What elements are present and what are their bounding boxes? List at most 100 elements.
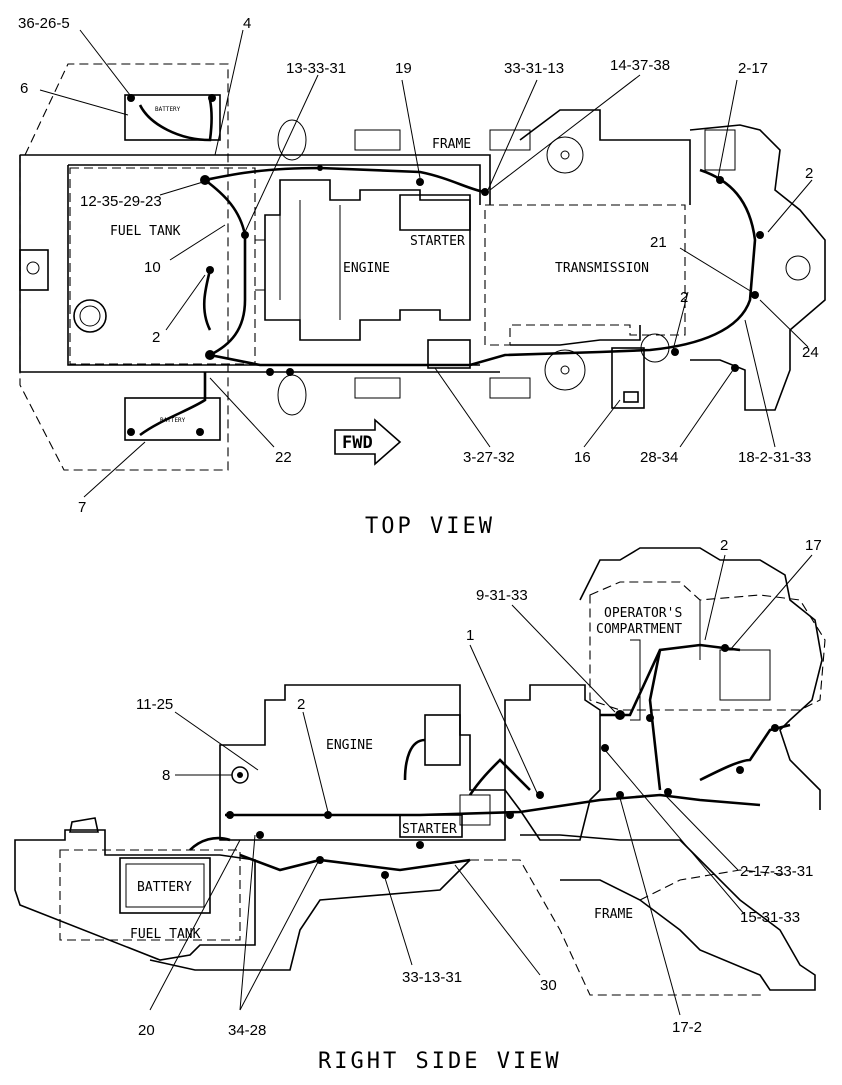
label-frame-top: FRAME (432, 137, 471, 152)
callout-33-31-13: 33-31-13 (504, 60, 564, 77)
machine-outline-top (19, 63, 229, 471)
frame-lug-1 (354, 129, 401, 151)
engine-block-top (264, 179, 471, 341)
battery-top-upper (124, 94, 221, 141)
callout-34-28: 34-28 (228, 1022, 266, 1039)
callout-2-17-33-31: 2-17-33-31 (740, 863, 813, 880)
rear-hitch-hole (785, 255, 811, 281)
frame-rail-top (19, 154, 500, 373)
rear-structure-detail (630, 600, 771, 721)
forward-arrow (334, 418, 402, 466)
frame-side (520, 834, 816, 991)
callout-9-31-33: 9-31-33 (476, 587, 528, 604)
right-side-view: OPERATOR'S COMPARTMENT ENGINE STARTER BA… (14, 537, 826, 1074)
starter-solenoid (459, 794, 491, 826)
callout-30: 30 (540, 977, 557, 994)
label-battery-top-2: BATTERY (160, 417, 186, 424)
transmission-gear-1 (546, 136, 584, 174)
fuel-filler-side (69, 817, 99, 833)
label-starter-top: STARTER (410, 234, 465, 249)
label-starter-side: STARTER (402, 822, 457, 837)
callout-6: 6 (20, 80, 28, 97)
callout-21: 21 (650, 234, 667, 251)
callout-side-2-b: 2 (297, 696, 305, 713)
frame-end-hole (26, 261, 40, 275)
leader-lines-side (149, 554, 813, 1016)
transmission-outline (484, 204, 686, 346)
transmission-gear-2 (544, 349, 586, 391)
engine-detail-top (255, 200, 341, 320)
transmission-gear-2-hub (560, 365, 570, 375)
callout-10: 10 (144, 259, 161, 276)
frame-boss-2 (277, 374, 307, 416)
battery-terminal (196, 428, 204, 436)
label-battery-side: BATTERY (137, 880, 192, 895)
fuel-tank-outline-top (69, 167, 256, 365)
harness-side (189, 643, 791, 872)
callout-2-a: 2 (152, 329, 160, 346)
rear-section-top (689, 124, 826, 411)
battery-terminal (127, 428, 135, 436)
component-16-detail (623, 391, 639, 403)
callout-16: 16 (574, 449, 591, 466)
frame-end-plate (19, 249, 49, 291)
callout-18-2-31-33: 18-2-31-33 (738, 449, 811, 466)
title-top-view: TOP VIEW (365, 514, 495, 539)
callout-side-2-a: 2 (720, 537, 728, 554)
fuel-filler-inner (79, 305, 101, 327)
title-right-side-view: RIGHT SIDE VIEW (318, 1049, 562, 1074)
callout-28-34: 28-34 (640, 449, 678, 466)
callout-8: 8 (162, 767, 170, 784)
engine-bracket (424, 714, 461, 766)
battery-top-lower (124, 397, 221, 441)
rear-structure-side (579, 547, 823, 810)
callout-33-13-31: 33-13-31 (402, 969, 462, 986)
battery-terminal (127, 94, 135, 102)
component-16-block (611, 347, 645, 409)
lower-frame-side (149, 859, 471, 971)
harness-side-connectors (226, 644, 779, 879)
callout-15-31-33: 15-31-33 (740, 909, 800, 926)
callout-19: 19 (395, 60, 412, 77)
bell-housing-side (504, 684, 601, 841)
frame-lug-4 (489, 129, 531, 151)
callout-24: 24 (802, 344, 819, 361)
leader-lines-top (39, 29, 813, 498)
callout-22: 22 (275, 449, 292, 466)
label-fwd: FWD (342, 433, 373, 453)
callout-3-27-32: 3-27-32 (463, 449, 515, 466)
callout-20: 20 (138, 1022, 155, 1039)
frame-side-dashed (470, 859, 791, 996)
callout-2-b: 2 (805, 165, 813, 182)
label-operators-1: OPERATOR'S (604, 606, 682, 621)
label-operators-2: COMPARTMENT (596, 622, 682, 637)
top-view: FRAME FUEL TANK ENGINE STARTER TRANSMISS… (18, 15, 826, 539)
callout-2-17: 2-17 (738, 60, 768, 77)
callout-11-25: 11-25 (136, 696, 173, 713)
callout-4: 4 (243, 15, 251, 32)
label-battery-top-1: BATTERY (155, 106, 181, 113)
starter-top (399, 194, 471, 231)
callout-7: 7 (78, 499, 86, 516)
label-engine-side: ENGINE (326, 738, 373, 753)
label-frame-side: FRAME (594, 907, 633, 922)
label-fuel-tank-side: FUEL TANK (130, 927, 201, 942)
battery-side (119, 857, 211, 914)
frame-lug-2 (354, 377, 401, 399)
frame-lug-3 (489, 377, 531, 399)
callout-side-17: 17 (805, 537, 822, 554)
transmission-housing (510, 109, 691, 346)
callout-36-26-5: 36-26-5 (18, 15, 70, 32)
label-transmission: TRANSMISSION (555, 261, 649, 276)
operators-compartment-outline (589, 581, 826, 711)
transmission-gear-1-hub (560, 150, 570, 160)
callout-14-37-38: 14-37-38 (610, 57, 670, 74)
callout-17-2: 17-2 (672, 1019, 702, 1036)
frame-boss-1 (277, 119, 307, 161)
battery-side-inner (125, 863, 205, 908)
label-engine-top: ENGINE (343, 261, 390, 276)
fuel-filler-cap (73, 299, 107, 333)
callout-1: 1 (466, 627, 474, 644)
fuel-tank-side (14, 829, 256, 961)
